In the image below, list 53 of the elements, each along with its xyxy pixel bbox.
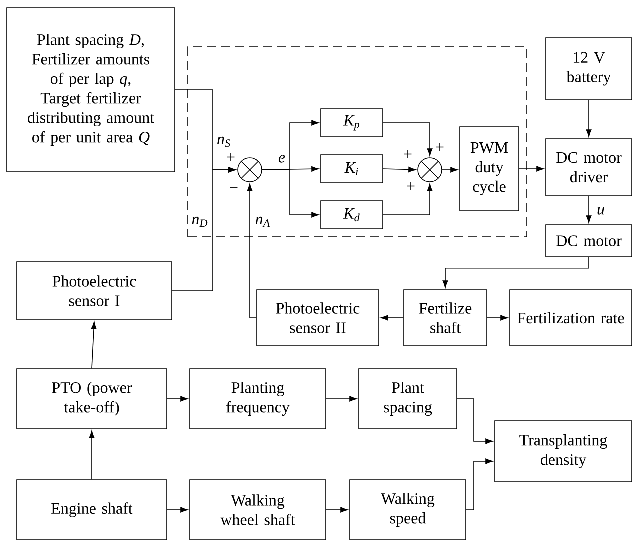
summing-junction [418, 158, 442, 182]
arrow [326, 396, 358, 402]
process-box: Photoelectric sensor I [16, 262, 172, 320]
arrow [442, 167, 458, 173]
arrow [326, 507, 348, 513]
edge-label: n$_{A}$ [254, 216, 272, 228]
arrow [519, 166, 544, 172]
sign-label: + [404, 150, 412, 158]
arrow [247, 184, 257, 318]
process-box: Walking speed [350, 480, 466, 540]
arrow [442, 257, 590, 288]
sign-label: + [407, 182, 415, 190]
arrow [383, 184, 433, 216]
sign-label: + [436, 144, 444, 151]
process-box: Plant spacing [358, 368, 458, 430]
arrow [172, 167, 236, 292]
process-box: Walking wheel shaft [190, 480, 326, 540]
sign-label: − [230, 187, 238, 188]
controller-boundary [188, 46, 528, 238]
process-box: PWM duty cycle [460, 126, 520, 212]
arrow [586, 100, 592, 138]
edge-label: n$_{D}$ [190, 216, 210, 228]
process-box: DC motor [546, 224, 632, 258]
arrow [457, 398, 494, 444]
gain-box: K$_{p}$ [320, 108, 384, 138]
arrow [89, 430, 95, 480]
arrow [383, 122, 433, 156]
process-box: Plant spacing D, Fertilizer amounts of per lap q, Target fertilizer distributing amount of per unit area Q [6, 8, 176, 172]
arrow [167, 507, 188, 513]
arrow [380, 315, 404, 321]
process-box: Engine shaft [16, 480, 168, 540]
process-box: PTO (power take-off) [16, 368, 168, 430]
process-box: Fertilization rate [510, 290, 632, 346]
process-box: DC motor driver [546, 138, 632, 196]
sign-label: + [227, 154, 235, 161]
edge-label: e [277, 154, 287, 164]
process-box: 12 V battery [546, 38, 632, 100]
arrow [487, 315, 508, 321]
edge-label: n$_{S}$ [216, 136, 232, 148]
arrow [262, 170, 320, 218]
edge-label: u [596, 206, 606, 216]
process-box: Planting frequency [190, 368, 326, 430]
arrow [466, 458, 494, 510]
arrow [383, 167, 416, 172]
process-box: Transplanting density [494, 420, 632, 482]
process-box: Photoelectric sensor II [256, 290, 380, 346]
gain-box: K$_{d}$ [320, 200, 384, 230]
gain-box: K$_{i}$ [320, 154, 384, 184]
summing-junction [238, 158, 262, 182]
arrow [586, 196, 592, 224]
arrow [91, 322, 97, 369]
process-box: Fertilize shaft [404, 290, 488, 346]
arrow [167, 396, 188, 402]
